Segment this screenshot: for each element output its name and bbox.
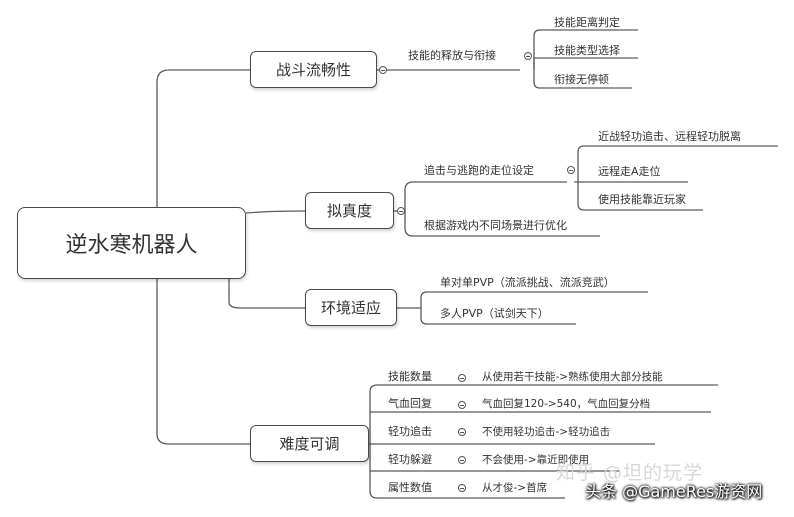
detail-hp-regen[interactable]: 气血回复120->540，气血回复分档	[482, 398, 651, 410]
collapse-toggle-icon[interactable]	[458, 374, 466, 382]
branch-realism[interactable]: 拟真度	[305, 192, 394, 229]
root-node[interactable]: 逆水寒机器人	[17, 207, 246, 279]
topic-chase-escape[interactable]: 追击与逃跑的走位设定	[424, 164, 534, 177]
topic-multi-pvp[interactable]: 多人PVP（试剑天下）	[440, 307, 549, 320]
subtopic-skill-type[interactable]: 技能类型选择	[554, 44, 620, 57]
subtopic-no-pause[interactable]: 衔接无停顿	[554, 73, 609, 86]
collapse-toggle-icon[interactable]	[567, 166, 575, 174]
topic-qinggong-chase[interactable]: 轻功追击	[388, 425, 432, 438]
topic-scene-optimize[interactable]: 根据游戏内不同场景进行优化	[424, 219, 567, 232]
subtopic-melee-ranged[interactable]: 近战轻功追击、远程轻功脱离	[598, 130, 741, 143]
topic-hp-regen[interactable]: 气血回复	[388, 397, 432, 410]
topic-attributes[interactable]: 属性数值	[388, 481, 432, 494]
collapse-toggle-icon[interactable]	[379, 66, 387, 74]
branch-combat-fluency[interactable]: 战斗流畅性	[250, 51, 377, 88]
detail-qinggong-chase[interactable]: 不使用轻功追击->轻功追击	[482, 426, 611, 438]
branch-difficulty[interactable]: 难度可调	[250, 425, 369, 462]
topic-skill-count[interactable]: 技能数量	[388, 370, 432, 383]
collapse-toggle-icon[interactable]	[458, 401, 466, 409]
detail-qinggong-dodge[interactable]: 不会使用->靠近即使用	[482, 454, 590, 466]
subtopic-kite[interactable]: 远程走A走位	[598, 165, 661, 178]
collapse-toggle-icon[interactable]	[458, 484, 466, 492]
detail-skill-count[interactable]: 从使用若干技能->熟练使用大部分技能	[482, 371, 663, 383]
branch-environment[interactable]: 环境适应	[305, 289, 397, 326]
collapse-toggle-icon[interactable]	[458, 428, 466, 436]
collapse-toggle-icon[interactable]	[524, 52, 532, 60]
topic-skill-release[interactable]: 技能的释放与衔接	[408, 49, 496, 62]
collapse-toggle-icon[interactable]	[458, 456, 466, 464]
topic-1v1-pvp[interactable]: 单对单PVP（流派挑战、流派竞武）	[440, 276, 615, 289]
detail-attributes[interactable]: 从才俊->首席	[482, 482, 548, 494]
source-credit: 头条 @GameRes游资网	[585, 482, 763, 501]
zhihu-watermark: 知乎 @坦的玩学	[556, 462, 704, 484]
subtopic-skill-distance[interactable]: 技能距离判定	[554, 16, 620, 29]
topic-qinggong-dodge[interactable]: 轻功躲避	[388, 453, 432, 466]
subtopic-approach[interactable]: 使用技能靠近玩家	[598, 193, 686, 206]
collapse-toggle-icon[interactable]	[397, 207, 405, 215]
